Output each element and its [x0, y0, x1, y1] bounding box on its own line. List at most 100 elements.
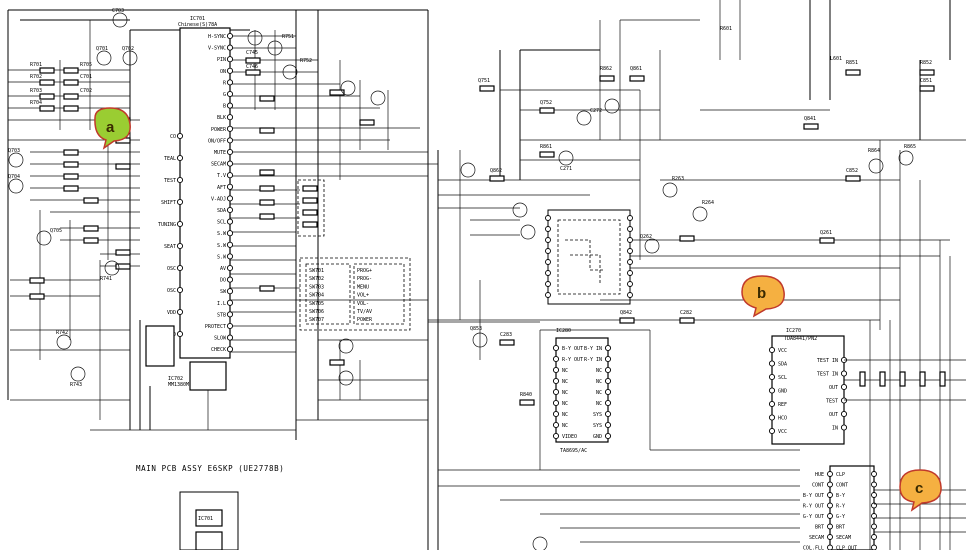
ic-pin [871, 481, 877, 488]
ic701-microcontroller: IC701 Chinese(S)78A COTEALTESTSHIFTTUNIN… [158, 16, 234, 359]
component-ref: R840 [520, 392, 532, 398]
ic-pin [176, 242, 184, 250]
ic-pin [226, 79, 234, 86]
component-ref: Q862 [490, 168, 502, 174]
switch-ref: SW704 [309, 293, 324, 299]
ic-pin [840, 370, 848, 377]
module-pin [545, 292, 551, 298]
component-ref: Q841 [804, 116, 816, 122]
ic-pin-label: REF [778, 402, 787, 408]
ic-pin-label: PROTECT [205, 324, 226, 330]
ic-pin [604, 355, 612, 363]
ic-pin-label: TEST IN [817, 358, 838, 364]
component-ref: Q842 [620, 310, 632, 316]
ic-pin [176, 286, 184, 294]
ic701-ref: IC701 [190, 16, 205, 22]
component-ref: C702 [80, 88, 92, 94]
ic-pin-label: POWER [211, 127, 227, 133]
ic-pin [604, 432, 612, 440]
ic-pin-label: ON/OFF [208, 138, 226, 144]
ic-pin-label: SDA [217, 208, 226, 214]
ic-pin-label: COL.FLL [803, 546, 824, 550]
ic-pin [552, 377, 560, 385]
ic-pin-label: R-Y [836, 504, 845, 510]
ic-pin-label: V-SYNC [208, 46, 226, 52]
ic-pin [552, 344, 560, 352]
component-ref: C703 [112, 8, 124, 14]
ic-pin [226, 56, 234, 63]
switch-ref: SW706 [309, 309, 324, 315]
switch-ref: SW701 [309, 268, 324, 274]
ic-pin-label: B [223, 104, 226, 110]
component-ref: Q861 [630, 66, 642, 72]
ic-pin-label: R-Y IN [584, 357, 602, 363]
module-pin [545, 215, 551, 221]
module-pin [627, 259, 633, 265]
ic-pin [176, 264, 184, 272]
component-ref: R864 [868, 148, 880, 154]
ic701-right-pins: H-SYNCV-SYNCPINONRGBBLKPOWERON/OFFMUTESE… [205, 32, 234, 353]
center-transistors [460, 98, 708, 550]
ic-pin-label: BRT [815, 525, 824, 531]
ic-pin-label: SECAM [809, 535, 824, 541]
ic702-part: MM1380M [168, 382, 189, 388]
left-resistors [29, 57, 375, 366]
ic-pin [226, 218, 234, 225]
ic-pin-label: VCC [778, 348, 787, 354]
board-caption: MAIN PCB ASSY E6SKP (UE2778B) [136, 464, 284, 473]
ic-pin [871, 471, 877, 477]
ic-pin-label: VIDEO [562, 434, 577, 440]
ic-pin [226, 102, 234, 109]
component-ref: Q262 [640, 234, 652, 240]
ic-pin-label: TUNING [158, 222, 176, 228]
component-ref: R705 [80, 62, 92, 68]
ic-pin-label: NC [562, 368, 568, 374]
component-ref: Q703 [8, 148, 20, 154]
ic-pin [226, 148, 234, 156]
component-ref: R264 [702, 200, 714, 206]
component-ref: R601 [720, 26, 732, 32]
ic-pin-label: NC [562, 423, 568, 429]
ic-pin-label: CONT [836, 483, 848, 489]
bottom-connector: IC701 [179, 491, 239, 550]
component-ref: Q751 [478, 78, 490, 84]
ic-pin-label: BLK [217, 115, 226, 121]
tuner-module [545, 209, 633, 305]
ic270-part: TDA8441/PN2 [784, 336, 817, 342]
ic-pin-label: SDA [778, 362, 787, 368]
module-pin [627, 226, 633, 232]
ic-pin-label: G-Y [836, 514, 845, 520]
component-ref: Q752 [540, 100, 552, 106]
ic-pin-label: CLP OUT [836, 546, 857, 550]
ic-pin-label: G-Y OUT [803, 514, 824, 520]
component-ref: R743 [70, 382, 82, 388]
ic-pin [552, 366, 560, 374]
ic-pin [226, 334, 234, 341]
ic-pin [840, 397, 848, 404]
ic-pin-label: H-SYNC [208, 34, 226, 40]
ic-pin-label: S.W [217, 231, 227, 237]
ic-pin-label: AV [220, 266, 226, 272]
left-transistors [8, 12, 386, 386]
module-pin [545, 248, 551, 254]
center-resistors [479, 75, 835, 406]
ic-pin-label: B-Y IN [584, 346, 602, 352]
switch-ref: SW702 [309, 276, 324, 282]
ic702-block: IC702 MM1380M [139, 320, 227, 430]
ic-pin [552, 355, 560, 363]
ic-pin [226, 195, 234, 202]
ic-pin [226, 137, 234, 144]
ic701-part: Chinese(S)78A [178, 22, 217, 28]
callout-c-label: c [915, 480, 923, 497]
component-ref: R704 [30, 100, 42, 106]
ic-pin-label: CLP [836, 472, 845, 478]
component-ref: R851 [846, 60, 858, 66]
component-ref: C745 [246, 50, 258, 56]
ic-pin [176, 308, 184, 316]
ic701-left-pins: COTEALTESTSHIFTTUNINGSEATOSCOSCVDDGND [158, 132, 184, 338]
callout-a-label: a [106, 119, 115, 136]
